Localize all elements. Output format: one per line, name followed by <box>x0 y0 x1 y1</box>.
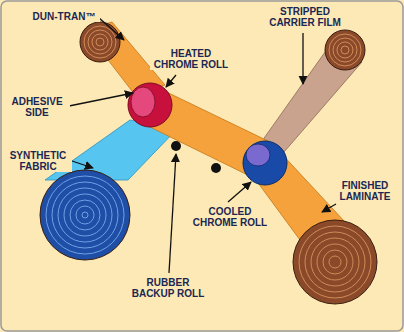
roll-winding <box>329 34 361 66</box>
idler-roll <box>211 163 221 173</box>
roll-winding <box>329 256 341 268</box>
roll-winding <box>305 232 365 292</box>
heated-roll-face <box>131 87 155 117</box>
roll-winding <box>70 200 100 230</box>
roll-body <box>325 30 365 70</box>
roll-winding <box>323 250 347 274</box>
part-label: DUN-TRAN™ <box>28 11 100 22</box>
roll-winding <box>333 38 357 62</box>
rubber-backup-roll <box>171 141 181 151</box>
fabric-roll <box>40 170 130 260</box>
cooled-roll <box>243 141 287 185</box>
roll-winding <box>58 188 112 242</box>
dun-tran-roll <box>80 22 120 62</box>
part-label: HEATED CHROME ROLL <box>150 48 232 70</box>
laminate-roll <box>293 220 377 304</box>
roll-winding <box>96 38 104 46</box>
leader-line <box>69 93 133 106</box>
leader-line <box>228 182 251 202</box>
film-roll <box>325 30 365 70</box>
roll-winding <box>76 206 94 224</box>
roll-body <box>40 170 130 260</box>
roll-winding <box>317 244 353 280</box>
leader-line <box>302 33 303 84</box>
leader-line <box>169 154 176 273</box>
cooled-roll-face <box>246 144 270 166</box>
part-label: ADHESIVE SIDE <box>4 96 70 118</box>
roll-winding <box>311 238 359 286</box>
part-label: RUBBER BACKUP ROLL <box>125 277 211 299</box>
part-label: STRIPPED CARRIER FILM <box>262 6 348 28</box>
roll-winding <box>337 42 353 58</box>
roll-winding <box>341 46 349 54</box>
roll-winding <box>52 182 118 248</box>
heated-roll <box>128 83 172 127</box>
roll-body <box>80 22 120 62</box>
part-label: COOLED CHROME ROLL <box>190 206 270 228</box>
roll-winding <box>88 30 112 54</box>
leader-line <box>166 75 176 87</box>
leader-lines <box>69 17 336 273</box>
roll-winding <box>64 194 106 236</box>
roll-winding <box>84 26 116 58</box>
roll-winding <box>92 34 108 50</box>
part-label: SYNTHETIC FABRIC <box>4 150 72 172</box>
roll-winding <box>299 226 371 298</box>
part-label: FINISHED LAMINATE <box>330 180 400 202</box>
leader-line <box>322 204 336 212</box>
leader-line <box>72 161 93 168</box>
leader-line <box>98 17 124 40</box>
roll-winding <box>46 176 124 254</box>
roll-body <box>293 220 377 304</box>
roll-winding <box>82 212 88 218</box>
